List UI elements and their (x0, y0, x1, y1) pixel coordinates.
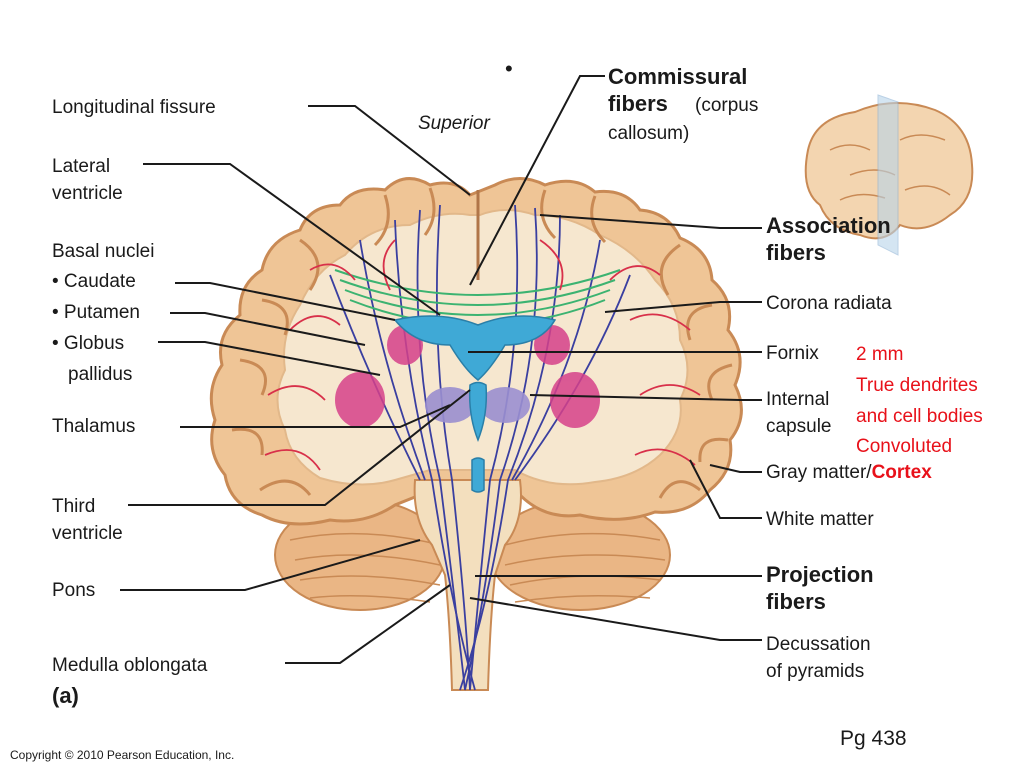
inset-brain-icon (804, 94, 974, 256)
label-association-fibers: Association (766, 213, 891, 238)
label-commissural-fibers: Commissural (608, 64, 748, 89)
label-putamen: • Putamen (52, 302, 140, 323)
label-caudate: • Caudate (52, 271, 136, 292)
label-third-ventricle-2: ventricle (52, 523, 123, 544)
label-internal-capsule: Internal (766, 389, 830, 410)
cerebellum (274, 499, 671, 611)
leader-lines (120, 75, 762, 664)
note-convoluted: Convoluted (856, 436, 953, 457)
label-internal-capsule-2: capsule (766, 416, 832, 437)
label-commissural-fibers-2: fibers (608, 91, 668, 116)
label-third-ventricle: Third (52, 496, 96, 517)
label-globus-pallidus-2: pallidus (68, 364, 133, 385)
label-association-fibers-2: fibers (766, 240, 826, 265)
page-number: Pg 438 (840, 727, 907, 750)
label-lateral-ventricle: Lateral (52, 156, 111, 177)
note-cell-bodies: and cell bodies (856, 406, 983, 427)
label-white-matter: White matter (766, 509, 874, 530)
cortex-text: Cortex (871, 462, 932, 483)
label-basal-nuclei: Basal nuclei (52, 241, 155, 262)
label-decussation-of-pyramids: Decussation (766, 634, 871, 655)
label-thalamus: Thalamus (52, 416, 136, 437)
label-decussation-of-pyramids-2: of pyramids (766, 661, 865, 682)
note-2mm: 2 mm (856, 344, 904, 365)
label-fornix: Fornix (766, 343, 819, 364)
copyright-notice: Copyright © 2010 Pearson Education, Inc. (10, 748, 235, 762)
dot-marker: • (505, 56, 513, 81)
label-projection-fibers: Projection (766, 562, 874, 587)
label-projection-fibers-2: fibers (766, 589, 826, 614)
basal-nuclei (335, 325, 600, 428)
label-longitudinal-fissure: Longitudinal fissure (52, 97, 216, 118)
label-corpus-callosum: (corpus (695, 95, 759, 116)
label-lateral-ventricle-2: ventricle (52, 183, 123, 204)
label-pons: Pons (52, 580, 96, 601)
ventricles (393, 315, 557, 493)
label-gray-matter: Gray matter/Cortex (766, 459, 932, 486)
label-superior: Superior (418, 113, 490, 134)
association-fibers (264, 239, 701, 471)
label-corona-radiata: Corona radiata (766, 293, 892, 314)
label-medulla-oblongata: Medulla oblongata (52, 655, 208, 676)
note-true-dendrites: True dendrites (856, 375, 978, 396)
panel-letter: (a) (52, 683, 79, 708)
label-globus-pallidus: • Globus (52, 333, 125, 354)
label-corpus-callosum-2: callosum) (608, 123, 690, 144)
gray-matter-text: Gray matter/ (766, 462, 872, 483)
